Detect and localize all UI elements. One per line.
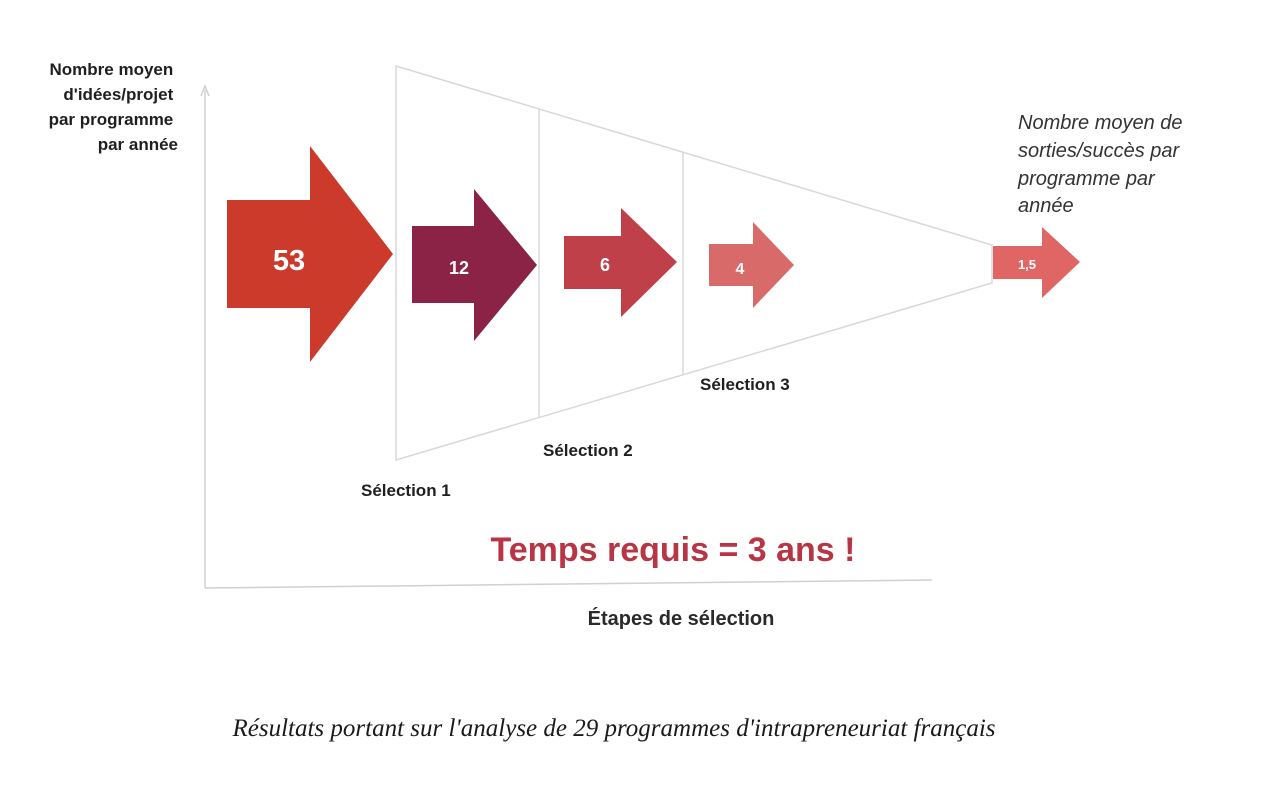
stage-value: 4 [736, 261, 745, 278]
stage-value: 12 [449, 258, 469, 278]
stage-arrow-4: 4 [709, 222, 794, 308]
stage-arrow-shape [709, 222, 794, 308]
x-axis [204, 579, 933, 589]
stage-arrow-1: 53 [227, 146, 393, 362]
stage-value: 1,5 [1018, 257, 1036, 272]
selection-label-1: Sélection 1 [361, 481, 451, 500]
stage-arrow-shape [993, 227, 1080, 298]
stage-arrow-5: 1,5 [993, 227, 1080, 298]
stage-arrow-shape [227, 146, 393, 362]
stage-arrow-3: 6 [564, 208, 677, 317]
output-label: Nombre moyen de sorties/succès par progr… [1017, 112, 1188, 217]
stage-value: 53 [273, 245, 305, 277]
y-axis-label: Nombre moyen d'idées/projet par programm… [49, 60, 178, 154]
selection-label-3: Sélection 3 [700, 375, 790, 394]
stage-value: 6 [600, 255, 610, 275]
x-axis-label: Étapes de sélection [588, 607, 775, 630]
stage-arrow-2: 12 [412, 189, 537, 341]
selection-label-2: Sélection 2 [543, 441, 633, 460]
y-axis-arrowhead [200, 83, 210, 97]
stage-arrow-shape [412, 189, 537, 341]
funnel-outline [395, 64, 993, 462]
stage-arrow-shape [564, 208, 677, 317]
time-required-text: Temps requis = 3 ans ! [490, 531, 855, 569]
caption: Résultats portant sur l'analyse de 29 pr… [232, 715, 996, 742]
